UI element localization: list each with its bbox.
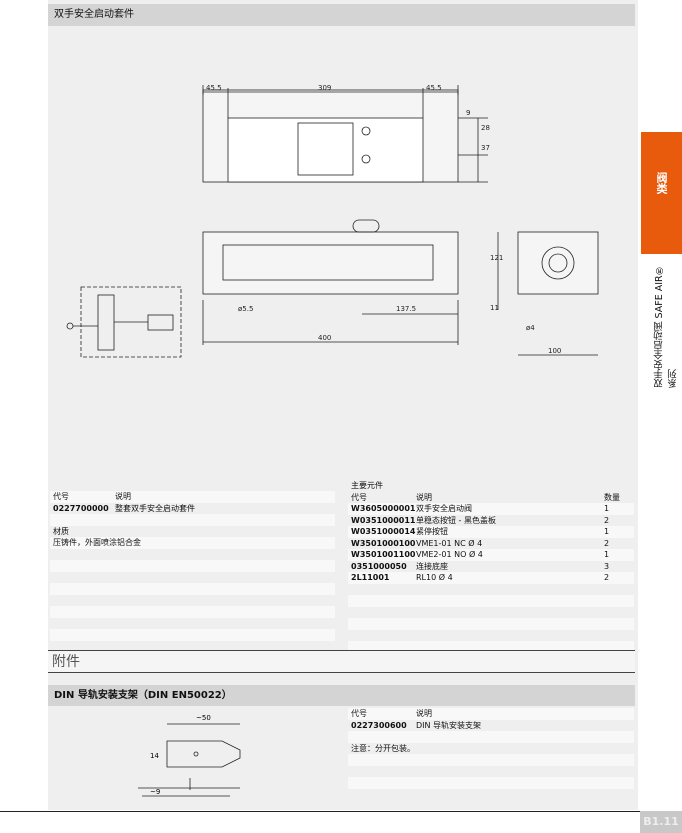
technical-drawing: 45.5 309 45.5 9 28 37 121 11 ø5.5 137.5 …: [66, 84, 599, 358]
col-header-qty: 数量: [604, 492, 620, 502]
quantity: 2: [604, 573, 610, 582]
dim-label: 45.5: [206, 84, 222, 92]
category-tab[interactable]: 阀类: [641, 132, 682, 254]
dim-label: 9: [466, 109, 470, 117]
col-header-desc: 说明: [416, 709, 432, 718]
dim-label: 14: [150, 752, 159, 760]
code: W0351000014: [351, 527, 416, 536]
code: W3605000001: [351, 504, 416, 513]
dim-label: 28: [481, 124, 490, 132]
quantity: 2: [604, 538, 610, 548]
code: 0351000050: [351, 561, 407, 571]
description: DIN 导轨安装支架: [416, 720, 482, 730]
note: 注意：分开包装。: [351, 743, 415, 753]
description: RL10 Ø 4: [416, 573, 453, 582]
dim-label: ~9: [150, 788, 160, 796]
din-header: DIN 导轨安装支架（DIN EN50022）: [48, 685, 635, 706]
category-tab-label: 阀类: [655, 172, 668, 194]
description: 连接底座: [416, 561, 448, 571]
quantity: 1: [604, 504, 610, 513]
dim-label: 37: [481, 144, 490, 152]
table-row: 0351000050 连接底座 3: [348, 560, 634, 572]
description: 单稳态按钮 - 黑色盖板: [416, 515, 496, 525]
col-header-desc: 说明: [416, 492, 432, 502]
description: 双手安全启动阀: [416, 504, 472, 513]
accessories-heading: 附件: [48, 650, 635, 673]
series-label: 双手安全启动阀 SAFE AIR® 系列: [654, 264, 679, 388]
page-number: B1.11: [640, 811, 682, 833]
dim-label: ø5.5: [238, 305, 253, 313]
dim-label: 45.5: [426, 84, 442, 92]
dim-label: 11: [490, 304, 499, 312]
dim-label: 309: [318, 84, 331, 92]
code: 0227700000: [53, 503, 109, 513]
code: W0351000011: [351, 515, 416, 525]
quantity: 1: [604, 550, 610, 559]
dim-label: 121: [490, 254, 503, 262]
table-row: 0227300600 DIN 导轨安装支架: [348, 719, 634, 731]
col-header-code: 代号: [351, 492, 367, 502]
code: 0227300600: [351, 720, 407, 730]
section-label: 主要元件: [351, 481, 383, 490]
accessory-table: 代号 说明 0227300600 DIN 导轨安装支架 注意：分开包装。: [348, 708, 634, 800]
quantity: 2: [604, 515, 610, 525]
description: 整套双手安全启动套件: [115, 503, 195, 513]
table-row: 0227700000 整套双手安全启动套件: [50, 502, 335, 514]
description: VME2-01 NO Ø 4: [416, 550, 483, 559]
description: 紧停按钮: [416, 527, 448, 536]
col-header-desc: 说明: [115, 492, 131, 501]
description: VME1-01 NC Ø 4: [416, 538, 483, 548]
footer-line: [0, 811, 640, 812]
col-header-code: 代号: [53, 492, 69, 501]
code: 2L11001: [351, 573, 390, 582]
dim-label: 100: [548, 347, 561, 355]
quantity: 3: [604, 561, 610, 571]
material-label: 材质: [53, 526, 69, 536]
dim-label: 400: [318, 334, 331, 342]
material-value: 压铸件，外面喷涂铝合金: [53, 538, 141, 547]
kit-table: 代号 说明 0227700000 整套双手安全启动套件 材质 压铸件，外面喷涂铝合金: [50, 491, 335, 641]
dim-label: 137.5: [396, 305, 416, 313]
code: W3501001100: [351, 550, 416, 559]
quantity: 1: [604, 527, 610, 536]
table-row: 2L11001 RL10 Ø 4 2: [348, 572, 634, 584]
din-bracket-drawing: ~50 14 ~9: [138, 714, 241, 797]
dim-label: ø4: [526, 324, 535, 332]
code: W3501000100: [351, 538, 416, 548]
col-header-code: 代号: [351, 709, 367, 718]
section-header: 双手安全启动套件: [48, 4, 635, 26]
dim-label: ~50: [196, 714, 211, 722]
